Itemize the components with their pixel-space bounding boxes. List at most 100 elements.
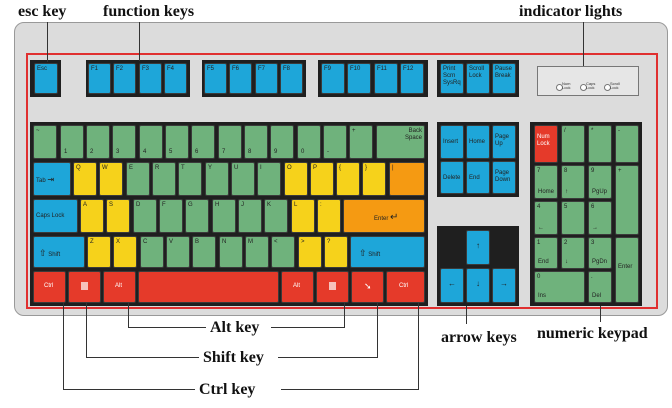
indicator-callout-line [583,22,584,66]
key-arrow-left: ← [440,268,464,303]
fkeys-callout-line [139,22,140,61]
key-v: V [166,236,190,268]
key-h: H [212,199,236,233]
tab-arrow-icon: ⇥ [47,175,55,184]
key-f1: F1 [88,63,111,94]
key-2: 2 [86,125,110,159]
key-left-windows [68,271,101,303]
ctrl-callout-bottom-right [281,389,419,390]
indicator-num-light [556,84,563,91]
key-left-alt: Alt [103,271,136,303]
indicator-scroll-light [604,84,611,91]
indicator-caps-label: Caps Lock [586,81,596,90]
key-left-bracket: { [336,162,360,196]
key-o: O [284,162,308,196]
menu-cursor-icon: ➘ [364,281,372,291]
key-5: 5 [165,125,189,159]
key-p: P [310,162,334,196]
key-8: 8 [244,125,268,159]
key-m: M [245,236,269,268]
windows-logo-icon [329,282,336,290]
key-f4: F4 [164,63,187,94]
key-tab: Tab ⇥ [33,162,71,196]
indicator-scroll-label: Scroll Lock [610,81,621,90]
arrow-left-icon: ← [448,279,456,288]
num8-up-icon: ↑ [565,189,568,196]
num2-down-icon: ↓ [565,259,568,266]
key-4: 4 [139,125,163,159]
key-num-dot: .Del [588,271,612,303]
key-f5: F5 [204,63,227,94]
shift-callout-right [377,303,378,357]
key-arrow-right: → [492,268,516,303]
key-e: E [126,162,150,196]
ctrl-callout-left [63,303,64,389]
alt-callout-bottom-right [271,327,345,328]
function-keys-label: function keys [103,3,195,20]
key-3: 3 [112,125,136,159]
key-b: B [192,236,216,268]
arrow-down-icon: ↓ [476,279,480,288]
key-d: D [133,199,157,233]
key-1: 1 [60,125,84,159]
key-f7: F7 [255,63,278,94]
key-f9: F9 [321,63,345,94]
ctrl-callout-bottom-left [63,389,195,390]
alt-callout-left [128,303,129,327]
key-f10: F10 [347,63,371,94]
shift-key-label: Shift key [203,349,264,366]
shift-callout-left [86,303,87,357]
key-a: A [80,199,104,233]
key-num-5: 5 [561,201,585,235]
key-r: R [152,162,176,196]
key-end: End [466,161,490,194]
key-f11: F11 [374,63,398,94]
key-comma: < [271,236,295,268]
key-num-enter: Enter [615,237,639,303]
key-num-slash: / [561,125,585,163]
key-left-ctrl: Ctrl [33,271,66,303]
arrow-callout-line [466,306,467,324]
key-y: Y [205,162,229,196]
key-f: F [159,199,183,233]
key-f12: F12 [400,63,424,94]
key-num-plus: + [615,165,639,235]
ctrl-callout-right [418,303,419,389]
key-0: 0 [297,125,321,159]
alt-key-label: Alt key [210,319,260,336]
alt-callout-right [344,303,345,327]
key-slash: ? [324,236,348,268]
key-right-bracket: } [362,162,386,196]
key-right-shift: ⇧ Shift [350,236,425,268]
shift-callout-bottom-left [86,357,199,358]
key-f8: F8 [280,63,303,94]
indicator-lights-label: indicator lights [519,3,623,20]
key-num-4: 4← [534,201,558,235]
key-right-alt: Alt [281,271,314,303]
key-9: 9 [270,125,294,159]
key-w: W [99,162,123,196]
keyboard-red-outline [26,53,658,309]
key-right-ctrl: Ctrl [386,271,425,303]
indicator-panel [537,66,639,96]
shift-up-icon: ⇧ [359,248,367,258]
key-7: 7 [218,125,242,159]
key-arrow-up: ↑ [466,230,490,265]
key-delete: Delete [440,161,464,194]
key-c: C [140,236,164,268]
key-minus: - [323,125,347,159]
ctrl-key-label: Ctrl key [199,381,256,398]
key-f2: F2 [113,63,136,94]
key-backtick: ~ [33,125,57,159]
numpad-callout-line [600,306,601,322]
